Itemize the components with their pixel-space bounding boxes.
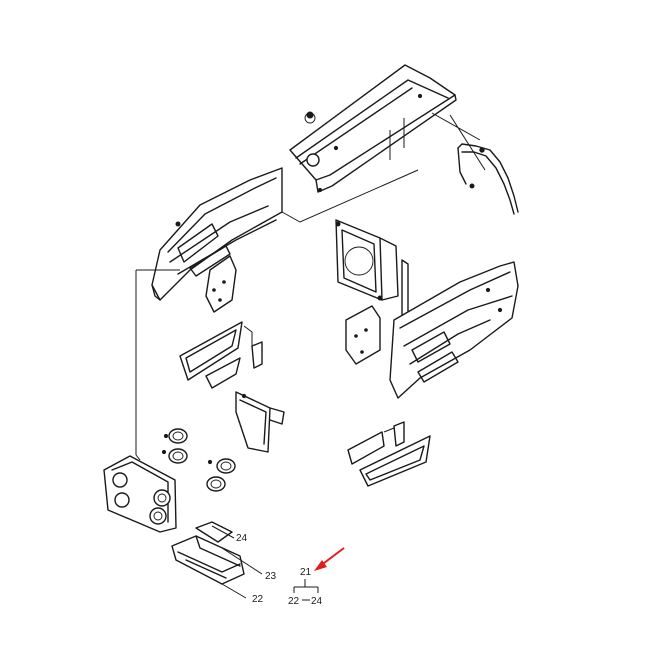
- left-headlight: [179, 321, 263, 389]
- center-bracket: [235, 391, 285, 453]
- right-gasket: [345, 305, 381, 365]
- radiator-frame: [335, 219, 409, 327]
- callout-21-bracket: [293, 579, 319, 593]
- callout-24-range-end: 24: [311, 596, 323, 607]
- front-grille: [103, 455, 177, 533]
- hood-bolt-lines: [389, 118, 405, 160]
- callout-22: 22: [252, 594, 264, 605]
- right-headlight: [347, 421, 431, 487]
- hood-leader-lines: [431, 112, 486, 171]
- seal-strip: [457, 143, 519, 215]
- lamp-cluster-left: [161, 428, 188, 464]
- callout-21: 21: [300, 567, 312, 578]
- hood-panel: [289, 64, 457, 193]
- lamp-cluster-right: [206, 458, 236, 492]
- left-panel-leader: [281, 169, 419, 223]
- left-frame-line: [135, 269, 180, 461]
- callout-24: 24: [236, 533, 248, 544]
- red-arrow-icon: [314, 547, 345, 571]
- callout-23: 23: [265, 571, 277, 582]
- callout-22-range-start: 22: [288, 596, 300, 607]
- left-gasket: [205, 255, 237, 313]
- left-side-panel: [151, 167, 283, 301]
- bottom-cover: [171, 521, 263, 599]
- right-side-panel: [389, 261, 519, 399]
